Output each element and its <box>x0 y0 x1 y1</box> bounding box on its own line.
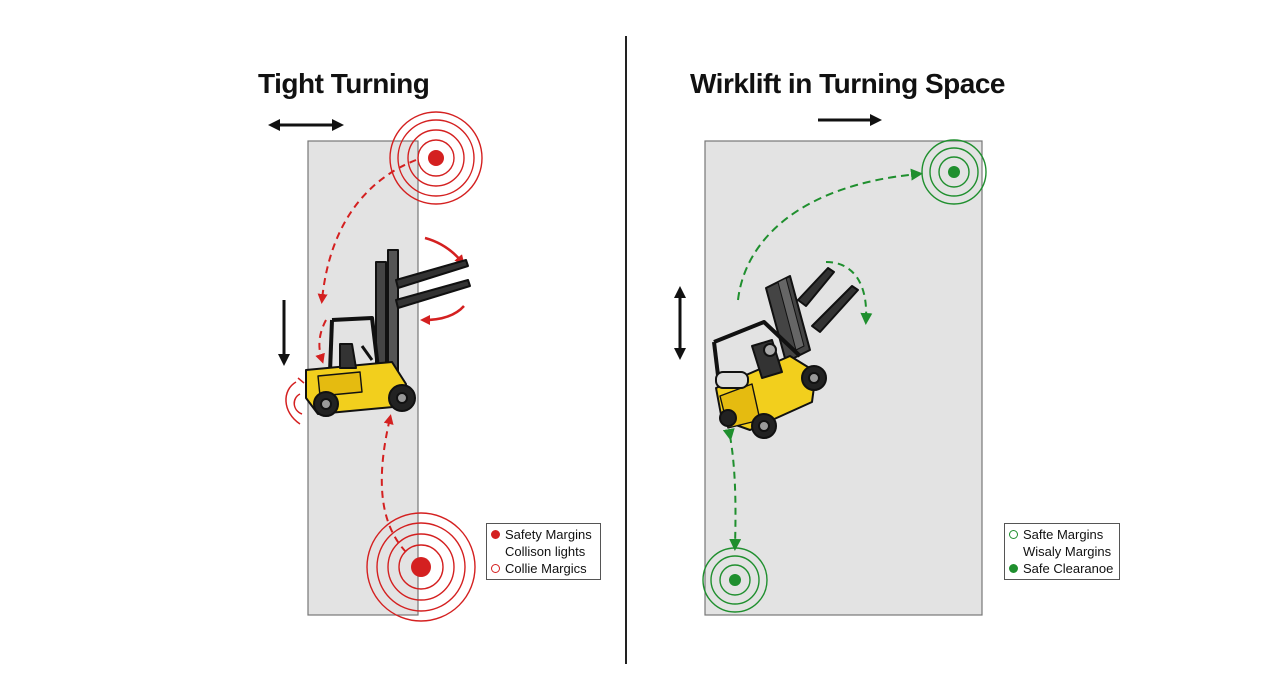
legend-entry: Collie Margics <box>491 560 596 577</box>
legend-label: Safte Margins <box>1023 527 1104 542</box>
legend-entry: Safte Margins <box>1009 526 1115 543</box>
legend-label: Safe Clearanoe <box>1023 561 1114 576</box>
legend-marker-icon <box>1009 530 1018 539</box>
impact-arcs-icon <box>285 377 305 425</box>
curved-arrow-icon <box>424 236 465 266</box>
right-panel-title: Wirklift in Turning Space <box>690 68 1005 99</box>
legend-marker-icon <box>1009 547 1018 556</box>
target-rings-icon <box>389 111 483 205</box>
legend-marker-icon <box>1009 564 1018 573</box>
legend-marker-icon <box>491 530 500 539</box>
left-panel <box>268 111 483 622</box>
left-panel-title: Tight Turning <box>258 68 430 99</box>
collision-path <box>380 414 407 553</box>
legend-marker-icon <box>491 564 500 573</box>
legend-entry: Safe Clearanoe <box>1009 560 1115 577</box>
target-rings-icon <box>702 547 768 613</box>
legend-label: Collison lights <box>505 544 586 559</box>
legend-label: Safety Margins <box>505 527 592 542</box>
collision-path <box>315 319 327 364</box>
forklift-icon <box>305 249 471 417</box>
forklift-icon <box>712 267 859 439</box>
legend-entry: Wisaly Margins <box>1009 543 1115 560</box>
legend-label: Collie Margics <box>505 561 587 576</box>
legend-marker-icon <box>491 547 500 556</box>
safe-path <box>737 168 923 301</box>
collision-path <box>317 159 417 304</box>
target-rings-icon <box>366 512 476 622</box>
curved-arrow-icon <box>420 305 465 325</box>
safe-path <box>722 428 742 551</box>
legend-entry: Safety Margins <box>491 526 596 543</box>
right-panel <box>674 114 987 616</box>
legend-entry: Collison lights <box>491 543 596 560</box>
legend-label: Wisaly Margins <box>1023 544 1112 559</box>
